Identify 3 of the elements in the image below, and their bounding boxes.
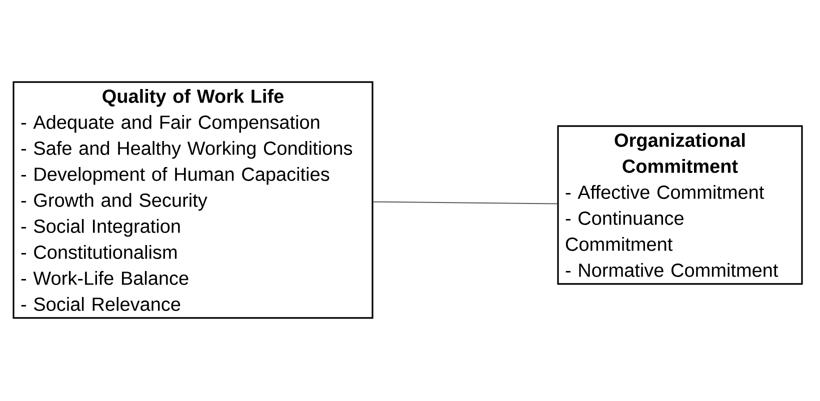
text-box: Organizational Commitment - Affective Commitment - Continuance Commitment - Normative Commitment [557, 125, 803, 285]
connector-line [372, 201, 558, 204]
text-box: Quality of Work Life - Adequate and Fair Compensation - Safe and Healthy Working Conditions - Development of Human Capacities - Growth and Security - Social Integration - Constitutionalism - Work-Life Balance - Social Relevance [12, 81, 374, 319]
